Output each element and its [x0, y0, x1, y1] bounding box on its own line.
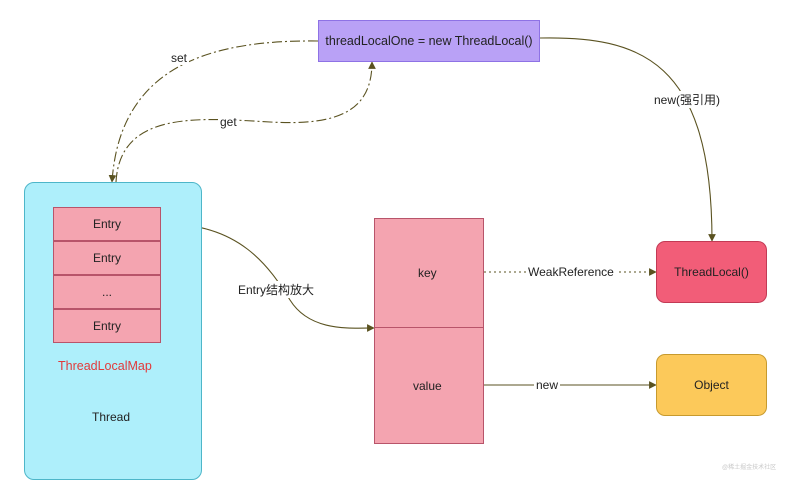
thread-local-variable-box: threadLocalOne = new ThreadLocal()	[318, 20, 540, 62]
entry-divider	[374, 327, 484, 328]
new-label: new	[534, 378, 561, 392]
entry-4: Entry	[53, 309, 161, 343]
entry-zoom-label: Entry结构放大	[236, 281, 317, 298]
get-label: get	[218, 115, 239, 129]
watermark: @稀土掘金技术社区	[722, 465, 777, 471]
entry-ellipsis: ...	[53, 275, 161, 309]
entry-2: Entry	[53, 241, 161, 275]
set-arrow	[108, 40, 319, 183]
get-arrow	[115, 61, 376, 183]
entry-structure-box	[374, 218, 484, 444]
strong-ref-arrow	[539, 37, 716, 242]
entry-1: Entry	[53, 207, 161, 241]
weak-ref-label: WeakReference	[526, 265, 616, 279]
value-label: value	[413, 379, 442, 393]
thread-label: Thread	[92, 410, 131, 424]
thread-local-map-label: ThreadLocalMap	[58, 359, 152, 373]
set-label: set	[169, 51, 190, 65]
thread-local-instance-box: ThreadLocal()	[656, 241, 767, 303]
strong-ref-label: new(强引用)	[652, 91, 723, 108]
key-label: key	[418, 266, 437, 280]
object-box: Object	[656, 354, 767, 416]
